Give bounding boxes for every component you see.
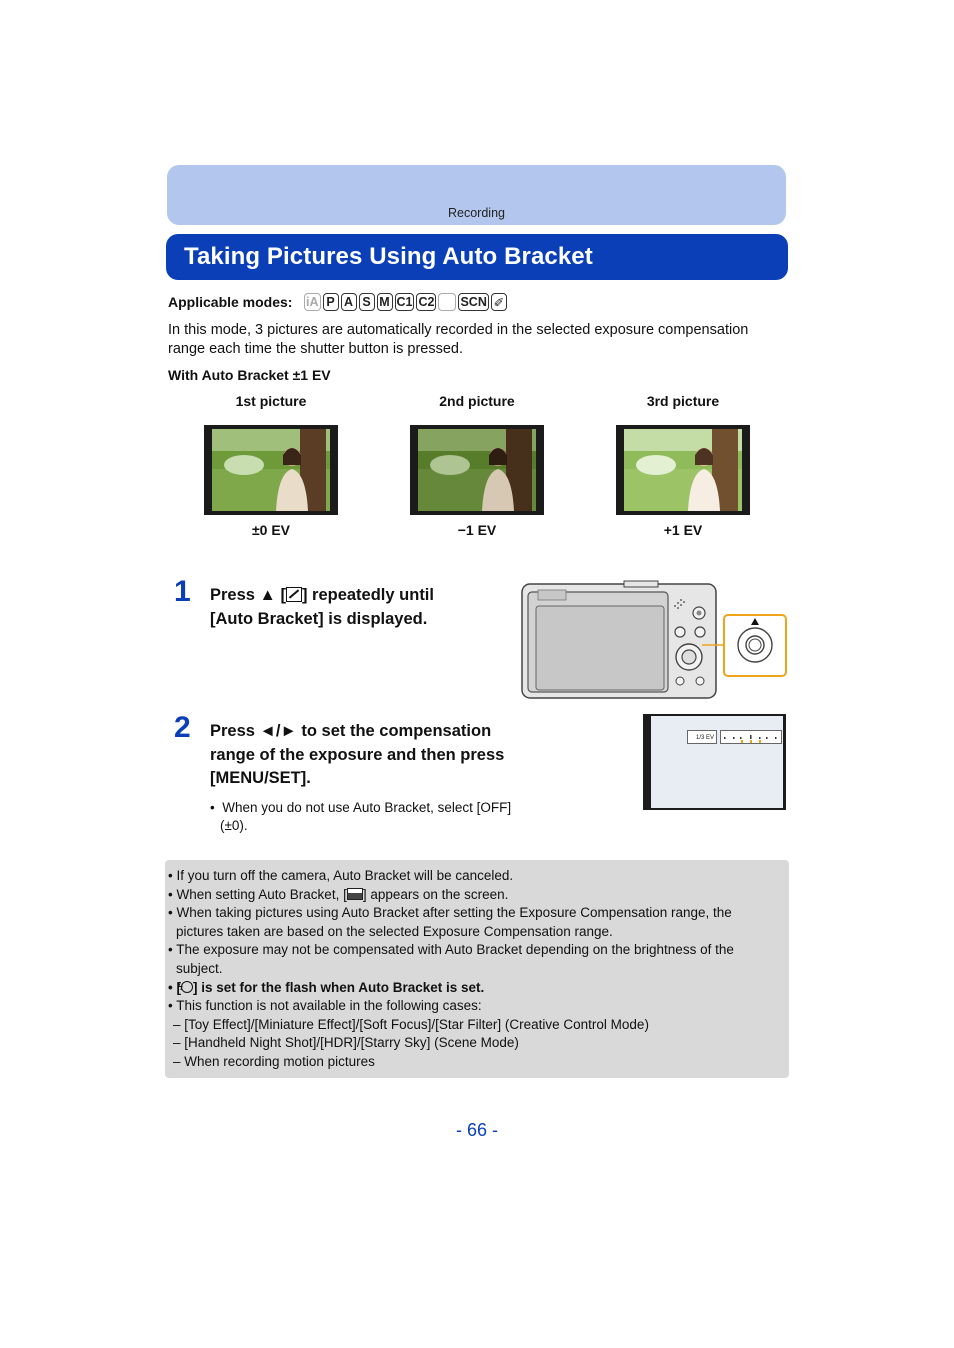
intro-paragraph: In this mode, 3 pictures are automatical…: [168, 322, 749, 357]
portrait-photo-icon: [212, 429, 330, 511]
step-2-note-line1: When you do not use Auto Bracket, select…: [222, 800, 512, 815]
step-2-note-line2: (±0).: [220, 818, 248, 833]
step-2-line2: range of the exposure and then press: [210, 745, 505, 764]
note-item: • The exposure may not be compensated wi…: [168, 942, 734, 976]
portrait-photo-dark-icon: [418, 429, 536, 511]
note-item: • When setting Auto Bracket, [] appears …: [168, 886, 509, 902]
mode-motion-picture-icon: [438, 293, 457, 311]
notes-panel: [165, 860, 789, 1078]
photo-3: [616, 425, 750, 515]
photo-1: [204, 425, 338, 515]
note-item: • [ϟ] is set for the flash when Auto Bra…: [168, 979, 485, 995]
ev-label-2: −1 EV: [457, 522, 497, 538]
step-2-line1: Press ◄/► to set the compensation: [210, 722, 492, 740]
mode-creative-icon: ✐: [490, 293, 507, 311]
note-subitem: – When recording motion pictures: [173, 1053, 375, 1069]
mode-p-icon: P: [322, 293, 339, 311]
mode-scn-icon: SCN: [458, 293, 489, 311]
step-2-number: 2: [174, 711, 191, 744]
ev-step-readout: 1/3 EV: [687, 730, 717, 744]
page-title: Taking Pictures Using Auto Bracket: [184, 243, 593, 270]
mode-c2-icon: C2: [416, 293, 437, 311]
mode-a-icon: A: [340, 293, 357, 311]
step-1-line2: [Auto Bracket] is displayed.: [210, 609, 428, 628]
applicable-modes-list: iA P A S M C1 C2 SCN ✐: [304, 291, 507, 313]
mode-c1-icon: C1: [394, 293, 415, 311]
ev-label-3: +1 EV: [663, 522, 703, 538]
mode-m-icon: M: [376, 293, 393, 311]
camera-icon: [521, 580, 787, 699]
mode-s-icon: S: [358, 293, 375, 311]
section-label: Recording: [448, 206, 505, 220]
step-1-text: Press ▲ [ ] repeatedly until [Auto Bracke…: [210, 584, 510, 631]
camera-back-illustration: [520, 580, 790, 700]
note-subitem: – [Toy Effect]/[Miniature Effect]/[Soft …: [173, 1016, 649, 1032]
step-2-line3: [MENU/SET].: [210, 769, 311, 787]
ev-label-1: ±0 EV: [251, 522, 291, 538]
exposure-comp-icon: [285, 587, 302, 602]
page-number: - 66 -: [455, 1120, 498, 1140]
flash-off-icon: ϟ: [178, 980, 193, 993]
notes-list: • If you turn off the camera, Auto Brack…: [168, 867, 778, 1072]
step-2-text: Press ◄/► to set the compensation range …: [210, 720, 530, 791]
step-1-line1: Press ▲ [: [210, 586, 286, 604]
bracket-subheading: With Auto Bracket ±1 EV: [168, 367, 331, 383]
picture-title-2: 2nd picture: [439, 393, 515, 409]
picture-title-3: 3rd picture: [646, 393, 720, 409]
ev-scale-icon: [720, 730, 782, 744]
title-bar: [166, 234, 788, 280]
photo-2: [410, 425, 544, 515]
note-item: • When taking pictures using Auto Bracke…: [168, 905, 732, 939]
note-subitem: – [Handheld Night Shot]/[HDR]/[Starry Sk…: [173, 1035, 519, 1051]
portrait-photo-bright-icon: [624, 429, 742, 511]
step-2-note: • When you do not use Auto Bracket, sele…: [210, 799, 530, 835]
header-band: [167, 165, 786, 225]
step-1-line1b: ] repeatedly until: [301, 586, 434, 604]
mode-ia-icon: iA: [304, 293, 321, 311]
auto-bracket-icon: [346, 887, 363, 900]
lcd-screen-illustration: 1/3 EV: [643, 714, 786, 810]
step-1-number: 1: [174, 575, 191, 608]
note-item: • If you turn off the camera, Auto Brack…: [168, 868, 514, 883]
applicable-modes-label: Applicable modes:: [168, 294, 293, 310]
picture-title-1: 1st picture: [235, 393, 307, 409]
note-item: • This function is not available in the …: [168, 998, 482, 1014]
